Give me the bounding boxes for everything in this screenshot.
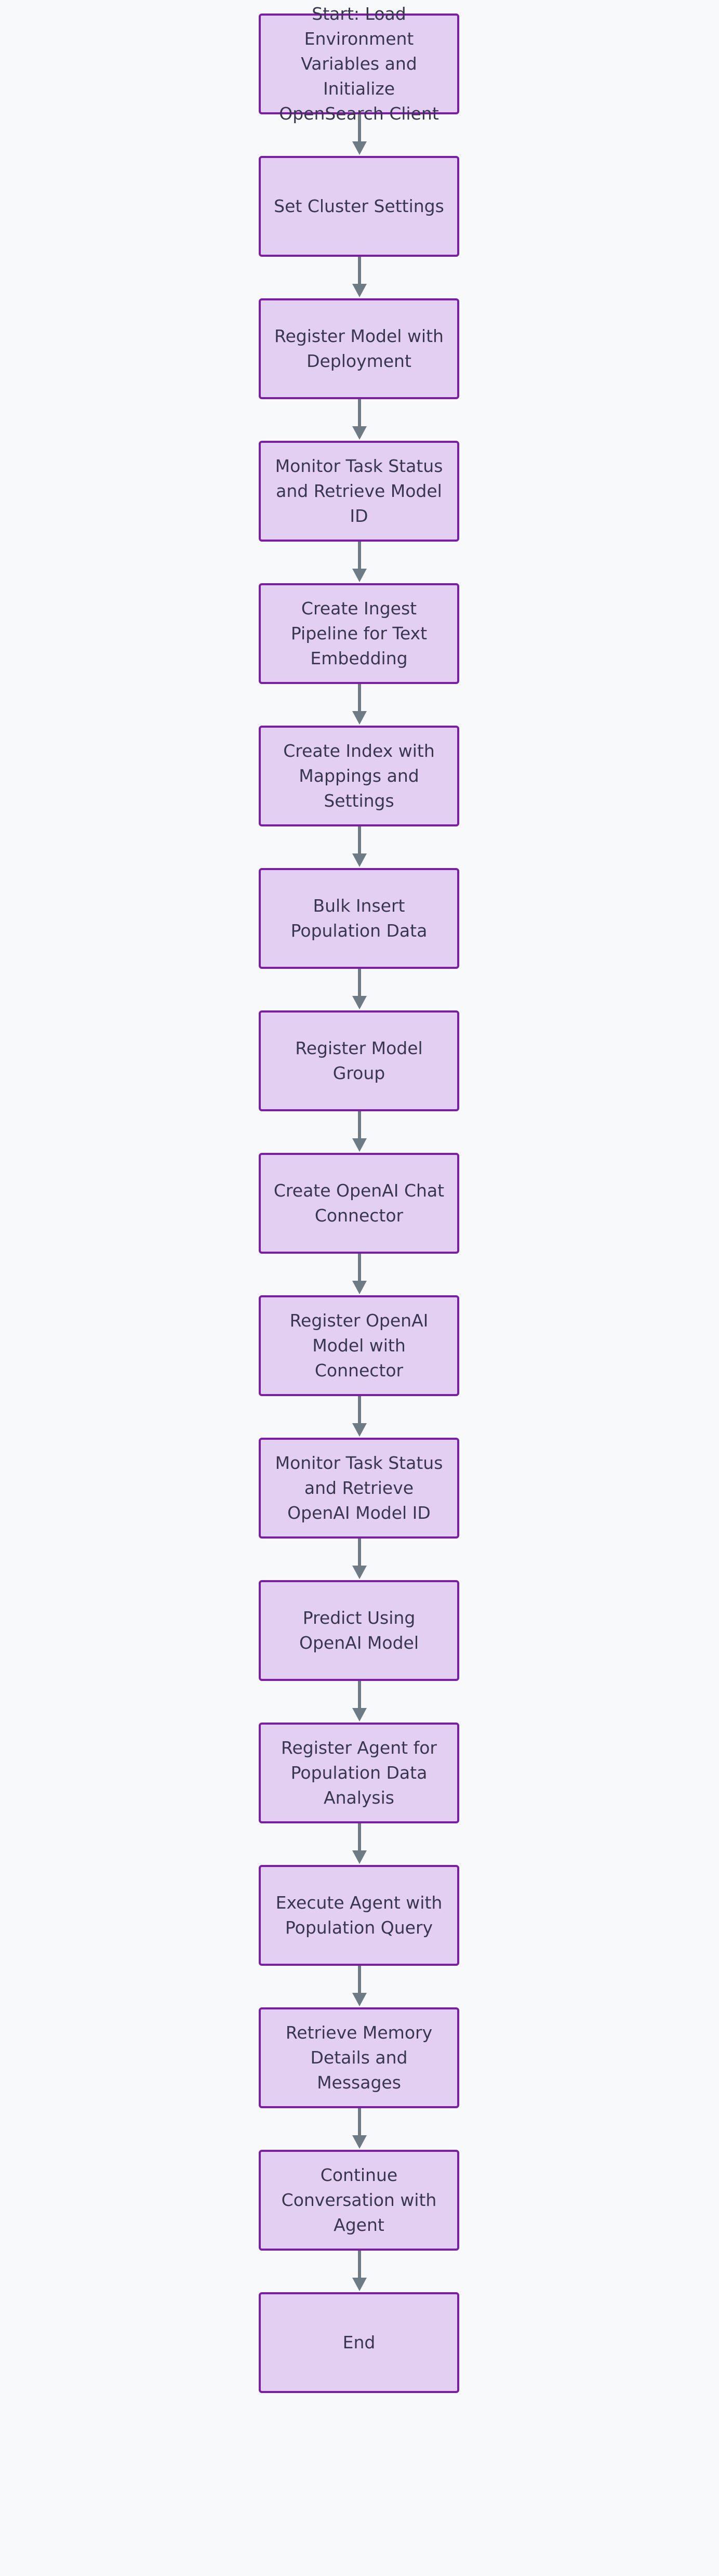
step-start-load-environment: Start: Load Environment Variables and In…	[259, 4, 459, 124]
step-label: Monitor Task Status and Retrieve OpenAI …	[275, 1453, 443, 1523]
step-continue-conversation: Continue Conversation with Agent	[259, 2150, 459, 2251]
step-label: Register OpenAI Model with Connector	[289, 1310, 429, 1381]
step-create-ingest-pipeline: Create Ingest Pipeline for Text Embeddin…	[259, 583, 459, 684]
flow-arrow	[350, 969, 369, 1010]
step-label: Predict Using OpenAI Model	[299, 1608, 419, 1653]
flow-arrow	[350, 114, 369, 156]
flow-arrow	[350, 1823, 369, 1865]
step-execute-agent: Execute Agent with Population Query	[259, 1865, 459, 1966]
step-register-agent: Register Agent for Population Data Analy…	[259, 1723, 459, 1823]
flow-arrow	[350, 1111, 369, 1153]
step-end: End	[259, 2292, 459, 2393]
step-label: Create OpenAI Chat Connector	[273, 1180, 445, 1226]
step-set-cluster-settings: Set Cluster Settings	[259, 156, 459, 257]
step-register-model-deployment: Register Model with Deployment	[259, 298, 459, 399]
step-label: Create Index with Mappings and Settings	[283, 741, 435, 811]
flow-arrow	[350, 2251, 369, 2292]
flow-arrow	[350, 826, 369, 868]
step-label: Execute Agent with Population Query	[275, 1892, 443, 1938]
flow-arrow	[350, 542, 369, 583]
step-label: Register Model Group	[295, 1038, 423, 1083]
step-label: Monitor Task Status and Retrieve Model I…	[275, 456, 443, 526]
step-monitor-openai-task: Monitor Task Status and Retrieve OpenAI …	[259, 1438, 459, 1539]
flow-arrow	[350, 684, 369, 726]
flow-arrow	[350, 1396, 369, 1438]
step-label: Start: Load Environment Variables and In…	[279, 4, 439, 124]
step-label: Retrieve Memory Details and Messages	[285, 2022, 433, 2093]
step-register-model-group: Register Model Group	[259, 1010, 459, 1111]
step-label: Bulk Insert Population Data	[290, 896, 428, 941]
step-label: End	[342, 2332, 376, 2352]
step-predict-openai: Predict Using OpenAI Model	[259, 1580, 459, 1681]
step-label: Continue Conversation with Agent	[281, 2165, 437, 2235]
step-retrieve-memory: Retrieve Memory Details and Messages	[259, 2007, 459, 2108]
flow-arrow	[350, 1966, 369, 2007]
step-monitor-task-status: Monitor Task Status and Retrieve Model I…	[259, 441, 459, 542]
step-label: Register Agent for Population Data Analy…	[281, 1738, 437, 1808]
step-label: Register Model with Deployment	[274, 326, 444, 371]
flow-arrow	[350, 1539, 369, 1580]
flow-arrow	[350, 2108, 369, 2150]
flow-arrow	[350, 1254, 369, 1295]
flow-arrow	[350, 399, 369, 441]
step-create-openai-connector: Create OpenAI Chat Connector	[259, 1153, 459, 1254]
step-bulk-insert: Bulk Insert Population Data	[259, 868, 459, 969]
step-register-openai-model: Register OpenAI Model with Connector	[259, 1295, 459, 1396]
step-create-index: Create Index with Mappings and Settings	[259, 726, 459, 826]
step-label: Set Cluster Settings	[274, 196, 444, 216]
flow-arrow	[350, 257, 369, 298]
flow-arrow	[350, 1681, 369, 1723]
step-label: Create Ingest Pipeline for Text Embeddin…	[290, 598, 428, 668]
